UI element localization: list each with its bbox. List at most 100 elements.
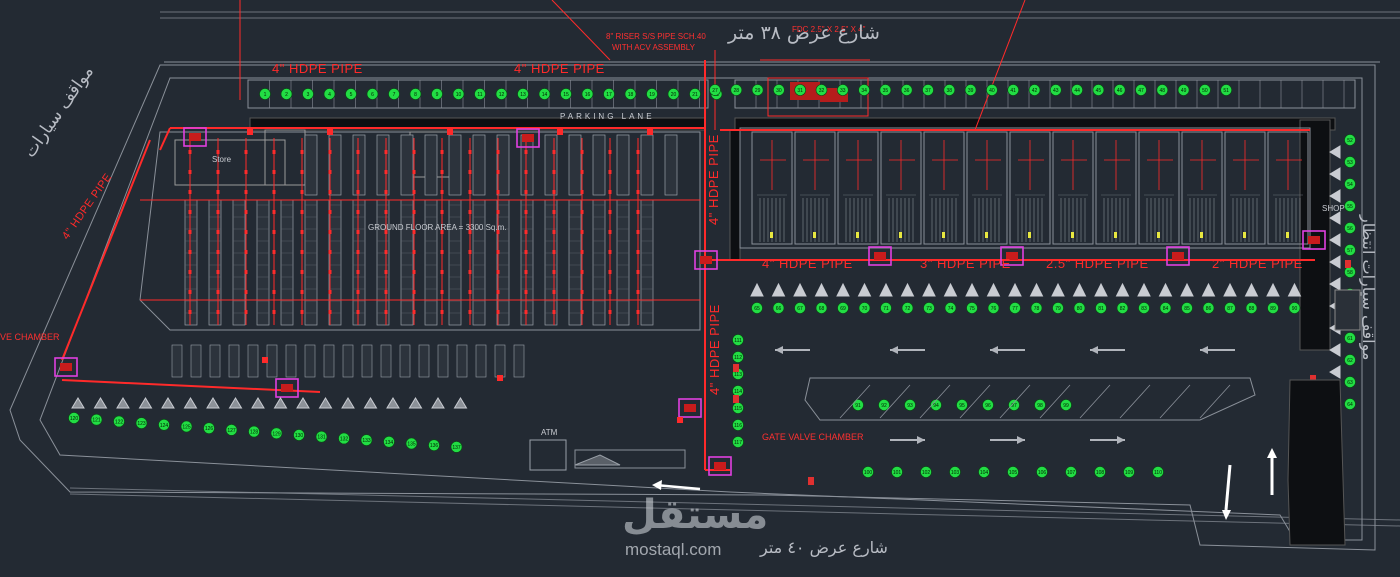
parking-stall-number: 117	[734, 440, 742, 446]
car-marker	[900, 282, 915, 297]
parking-stall-number: 52	[1347, 138, 1353, 144]
hdpe-pipe-corner	[159, 127, 171, 151]
parking-stall-number: 84	[1163, 306, 1169, 312]
parking-stall-lower-row	[1036, 466, 1048, 478]
sprinkler-head	[356, 150, 360, 154]
car-marker	[318, 397, 333, 409]
entry-arrow	[654, 483, 701, 491]
parking-stall-top-row	[517, 88, 529, 100]
sprinkler-head	[244, 250, 248, 254]
parking-stall-number: 75	[969, 306, 975, 312]
car-marker	[857, 282, 872, 297]
sprinkler-head	[300, 270, 304, 274]
parking-stall-number: 132	[340, 436, 349, 442]
parking-stall-inner-row	[878, 399, 890, 411]
parking-island	[804, 377, 1256, 421]
parking-stall-middle-row	[1267, 302, 1279, 314]
sprinkler-head	[496, 250, 500, 254]
parking-stall-bottom-left	[113, 415, 125, 428]
sprinkler-head	[300, 170, 304, 174]
pipe-label-top-left: 4" HDPE PIPE	[272, 61, 363, 76]
car-marker	[431, 397, 445, 409]
unit-bay	[1009, 131, 1051, 245]
sprinkler-head	[468, 290, 472, 294]
parking-stall-number: 27	[712, 88, 718, 94]
parking-stall-number: 102	[922, 470, 931, 476]
parking-stall-top-row	[560, 88, 572, 100]
riser-note-2: WITH ACV ASSEMBLY	[612, 43, 695, 52]
parking-stall-number: 88	[1249, 306, 1255, 312]
car-marker	[1180, 282, 1194, 297]
watermark-url: mostaql.com	[625, 540, 722, 559]
parking-stall-bottom-left	[68, 412, 80, 424]
parking-stall-number: 46	[1117, 88, 1123, 94]
unit-fixture	[856, 232, 859, 238]
valve-chamber	[868, 246, 892, 266]
parking-stall-number: 107	[1067, 470, 1076, 476]
parking-stall-number: 71	[883, 306, 889, 312]
sprinkler-head	[188, 250, 192, 254]
checkout-counter	[266, 344, 278, 378]
shelf-row	[520, 199, 534, 326]
sprinkler-head	[216, 230, 220, 234]
unit-fixture	[1114, 232, 1117, 238]
parking-stall-top-row-right	[1071, 84, 1083, 96]
parking-stall-number: 12	[499, 92, 505, 98]
shelf-row-upper	[304, 134, 318, 196]
parking-stall-number: 45	[1096, 88, 1102, 94]
leader-line	[974, 0, 1026, 131]
parking-stall-number: 115	[734, 406, 742, 412]
checkout-counter	[171, 344, 183, 378]
diagonal-stall-line	[879, 384, 911, 419]
sprinkler-head	[384, 310, 388, 314]
shelf-row	[616, 199, 630, 326]
parking-stall-number: 76	[991, 306, 997, 312]
parking-stall-bottom-left	[225, 424, 238, 436]
parking-stall-top-row	[388, 88, 400, 100]
parking-stall-bottom-left	[158, 418, 170, 431]
parking-stall-number: 28	[734, 88, 740, 94]
parking-stall-number: 122	[115, 419, 124, 425]
parking-stall-number: 124	[160, 423, 169, 429]
sprinkler-head	[300, 230, 304, 234]
parking-stall-number: 18	[628, 92, 634, 98]
parking-stall-top-row	[667, 88, 680, 100]
unit-bay	[1224, 131, 1266, 245]
shelf-row-upper	[496, 134, 510, 196]
sprinkler-head	[636, 270, 640, 274]
valve-chamber	[516, 128, 540, 148]
sprinkler-head	[300, 150, 304, 154]
sprinkler-head	[524, 170, 528, 174]
parking-stall-number: 57	[1347, 248, 1353, 254]
car-marker	[879, 282, 893, 297]
parking-stall-lower-row	[1152, 466, 1164, 478]
parking-stall-number: 36	[904, 88, 910, 94]
sprinkler-head	[412, 210, 416, 214]
diagonal-stall-line	[919, 384, 951, 419]
shelf-row-upper	[640, 134, 654, 196]
sprinkler-head	[216, 310, 220, 314]
parking-stall-top-row-right	[1050, 84, 1062, 96]
sprinkler-head	[216, 170, 220, 174]
parking-stall-top-row-right	[773, 84, 785, 96]
parking-stall-number: 97	[1011, 403, 1017, 409]
sprinkler-head	[412, 230, 416, 234]
shelf-row	[280, 199, 294, 326]
diagonal-stall-line	[999, 384, 1031, 419]
diagonal-stall-line	[1039, 384, 1071, 419]
hdpe-pipe-left-diagonal	[61, 139, 151, 361]
parking-stall-vertical-column	[732, 436, 744, 448]
parking-stall-lower-row	[891, 466, 903, 478]
parking-stall-number: 31	[797, 88, 803, 94]
shelf-row-upper	[328, 134, 342, 196]
unit-fixture	[1200, 232, 1203, 238]
parking-stall-top-row-right	[964, 84, 977, 96]
car-marker	[965, 282, 979, 297]
parking-stall-lower-row	[862, 466, 874, 478]
fire-hydrant	[247, 129, 253, 135]
parking-stall-number: 105	[1009, 470, 1018, 476]
valve-chamber-left: VE CHAMBER	[0, 332, 60, 342]
parking-stall-number: 69	[840, 306, 846, 312]
sprinkler-head	[412, 190, 416, 194]
accessible-parking-sign	[1310, 375, 1316, 383]
